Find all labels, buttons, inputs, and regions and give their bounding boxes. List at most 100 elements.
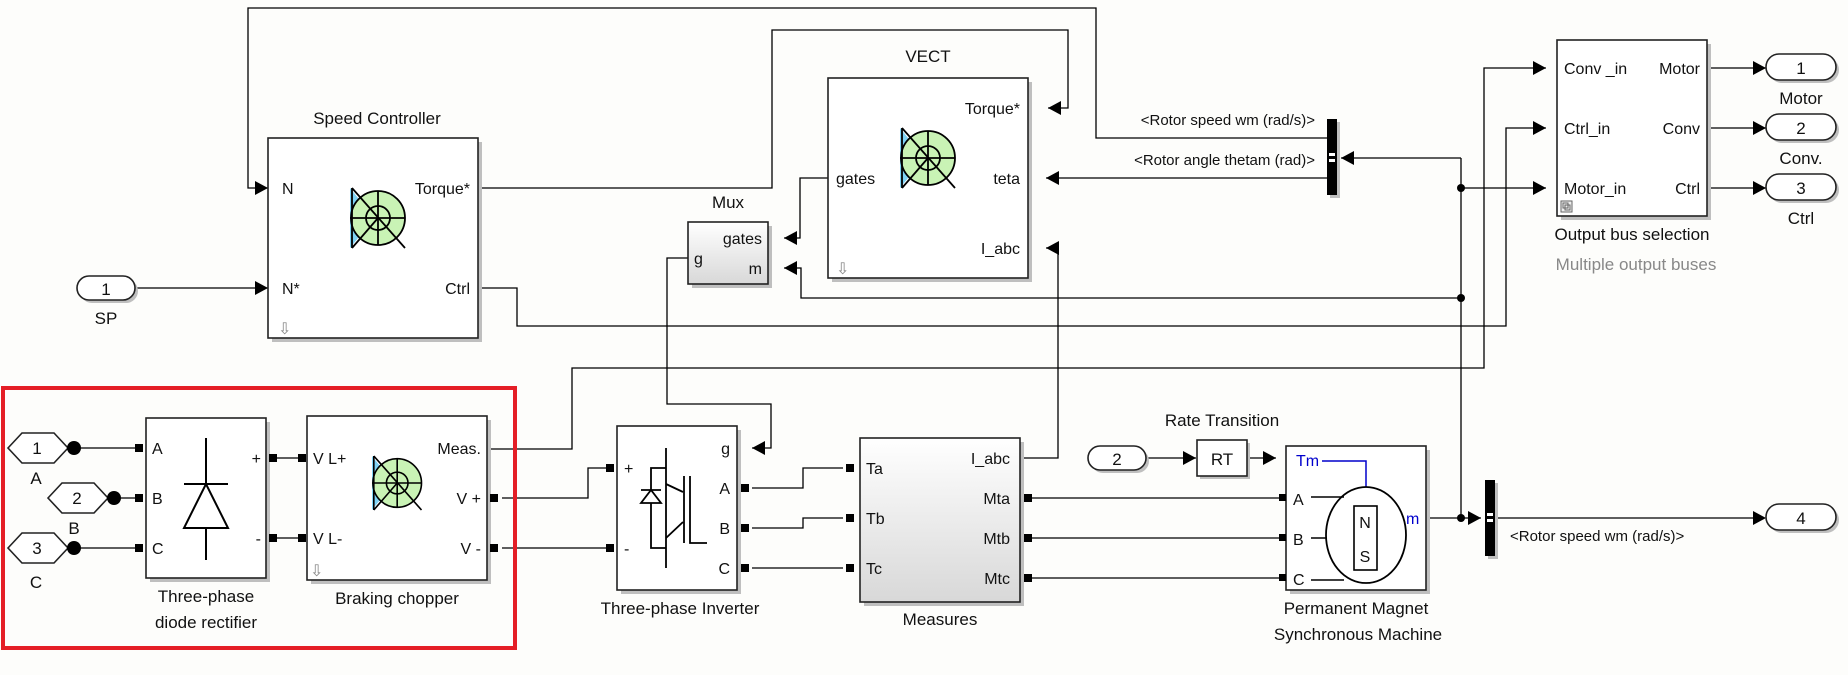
subsystem-link-icon <box>1560 200 1573 213</box>
output-bus-selection-block[interactable]: Output bus selection Multiple output bus… <box>1555 39 1717 274</box>
pmsm-port-b: B <box>1293 532 1304 549</box>
outport-3-label: Ctrl <box>1788 209 1814 228</box>
conn-port-1-label: A <box>30 469 42 488</box>
speed-controller-title: Speed Controller <box>313 109 441 128</box>
inv-port-plus: + <box>624 461 633 478</box>
rectifier-title-1: Three-phase <box>158 587 254 606</box>
bus-selector-top[interactable]: <Rotor speed wm (rad/s)> <Rotor angle th… <box>1134 112 1340 198</box>
inport-1-label: SP <box>95 309 118 328</box>
mux-port-m: m <box>749 261 762 278</box>
speed-controller-block[interactable]: Speed Controller N N* Torque* Ctrl ⇩ <box>267 109 482 342</box>
outport-2-label: Conv. <box>1779 149 1822 168</box>
pmsm-title-1: Permanent Magnet <box>1284 599 1429 618</box>
pole-n-label: N <box>1359 515 1371 532</box>
highlight-box <box>1 386 517 650</box>
braking-chopper-block[interactable]: Braking chopper V L+ V L- Meas. V + V - … <box>306 415 491 608</box>
inv-port-c: C <box>718 561 730 578</box>
port-m: m <box>1406 511 1419 528</box>
wire-inv-a[interactable] <box>752 467 843 489</box>
port-n-star: N* <box>282 281 300 298</box>
port-tm: Tm <box>1296 453 1319 470</box>
rect-port-plus: + <box>252 451 261 468</box>
mux-title: Mux <box>712 193 745 212</box>
rect-port-b: B <box>152 491 163 508</box>
down-arrow-icon: ⇩ <box>278 321 291 338</box>
outport-1[interactable]: 1 Motor <box>1765 53 1839 108</box>
conn-port-2-label: B <box>68 519 79 538</box>
inport-1-num: 1 <box>101 280 110 299</box>
pmsm-block[interactable]: Tm A B C m N S Permanent Magnet Synchron… <box>1274 445 1442 644</box>
wire-gates[interactable] <box>784 177 828 239</box>
port-teta: teta <box>993 171 1020 188</box>
pmsm-title-2: Synchronous Machine <box>1274 625 1442 644</box>
bus-selector-bottom[interactable]: <Rotor speed wm (rad/s)> <box>1485 480 1684 559</box>
inv-port-a: A <box>719 481 730 498</box>
inverter-title: Three-phase Inverter <box>601 599 760 618</box>
junction-dot <box>1457 294 1465 302</box>
port-mtb: Mtb <box>983 531 1010 548</box>
outport-2[interactable]: 2 Conv. <box>1765 113 1839 168</box>
measures-title: Measures <box>903 610 978 629</box>
measures-conn-ports <box>846 464 1032 582</box>
port-gates-out: gates <box>836 171 875 188</box>
inverter-block[interactable]: Three-phase Inverter + - g A B C <box>601 425 760 618</box>
port-iabc-in: I_abc <box>981 241 1020 258</box>
outport-3[interactable]: 3 Ctrl <box>1765 173 1839 228</box>
measures-block[interactable]: Measures Ta Tb Tc I_abc Mta Mtb Mtc <box>859 437 1024 629</box>
rect-port-c: C <box>152 541 164 558</box>
port-ctrl-in: Ctrl_in <box>1564 121 1610 138</box>
outport-1-label: Motor <box>1779 89 1823 108</box>
outport-2-num: 2 <box>1796 119 1805 138</box>
conn-port-2-num: 2 <box>72 489 81 508</box>
port-tc: Tc <box>866 561 882 578</box>
rect-port-minus: - <box>256 531 261 548</box>
wire-vplus[interactable] <box>502 467 606 499</box>
wire-torque-ref[interactable] <box>480 29 1069 189</box>
bc-port-vlplus: V L+ <box>313 451 346 468</box>
conn-port-1-num: 1 <box>32 439 41 458</box>
wire-meas[interactable] <box>490 67 1546 450</box>
wire-mux-g[interactable] <box>666 257 772 449</box>
motor-control-icon <box>350 187 406 249</box>
bc-port-meas: Meas. <box>437 441 481 458</box>
rect-port-a: A <box>152 441 163 458</box>
port-mtc: Mtc <box>984 571 1010 588</box>
wires <box>78 7 1766 579</box>
rectifier-title-2: diode rectifier <box>155 613 257 632</box>
vect-block[interactable]: VECT Torque* teta I_abc gates ⇩ <box>827 47 1032 282</box>
rate-transition-block[interactable]: RT Rate Transition <box>1165 411 1279 479</box>
port-motor-out: Motor <box>1659 61 1701 78</box>
wire-ctrl[interactable] <box>480 127 1546 327</box>
outport-4[interactable]: 4 <box>1765 503 1839 533</box>
mux-port-gates: gates <box>723 231 762 248</box>
outport-3-num: 3 <box>1796 179 1805 198</box>
inverter-conn-ports <box>606 464 749 572</box>
outport-4-num: 4 <box>1796 509 1805 528</box>
pmsm-port-c: C <box>1293 572 1305 589</box>
inv-port-b: B <box>719 521 730 538</box>
port-ctrl-out-bus: Ctrl <box>1675 181 1700 198</box>
igbt-icon <box>639 448 707 568</box>
signal-rotor-speed-out: <Rotor speed wm (rad/s)> <box>1510 528 1684 545</box>
port-motor-in: Motor_in <box>1564 181 1626 198</box>
outport-1-num: 1 <box>1796 59 1805 78</box>
inport-2[interactable]: 2 <box>1087 445 1149 473</box>
conn-port-c[interactable]: 3 C <box>6 532 81 592</box>
inport-sp[interactable]: 1 SP <box>76 275 138 328</box>
mux-block[interactable]: Mux gates m g <box>687 193 772 288</box>
conn-port-a[interactable]: 1 A <box>6 432 81 488</box>
signal-rotor-angle: <Rotor angle thetam (rad)> <box>1134 152 1315 169</box>
wire-rotor-speed-feedback[interactable] <box>247 7 1327 189</box>
conn-port-3-num: 3 <box>32 539 41 558</box>
bc-port-vminus: V - <box>461 541 481 558</box>
wire-inv-b[interactable] <box>752 517 843 529</box>
rectifier-block[interactable]: Three-phase diode rectifier A B C + - <box>145 417 270 632</box>
port-conv-in: Conv _in <box>1564 61 1627 78</box>
junction-dot <box>1457 184 1465 192</box>
port-ctrl-out: Ctrl <box>445 281 470 298</box>
braking-chopper-title: Braking chopper <box>335 589 459 608</box>
conn-port-b[interactable]: 2 B <box>46 482 121 538</box>
rate-transition-title: Rate Transition <box>1165 411 1279 430</box>
pmsm-conn-ports <box>1279 494 1286 581</box>
